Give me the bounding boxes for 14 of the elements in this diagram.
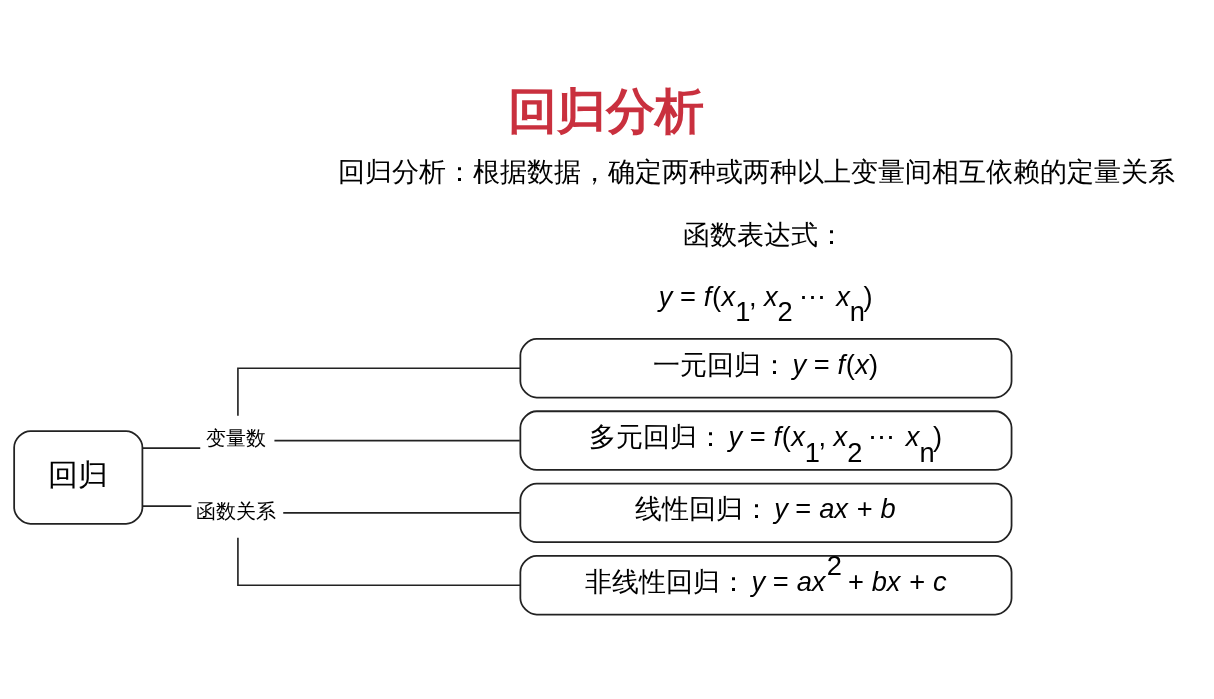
connector	[141, 447, 202, 449]
connector	[141, 505, 193, 507]
label: 函数表达式：	[682, 219, 845, 251]
connector	[273, 439, 521, 442]
node-text: 函数关系	[195, 498, 276, 522]
diagram-title: 回归分析	[508, 83, 705, 138]
node-box: 一元回归：y = f(x)	[519, 338, 1013, 399]
connector	[237, 367, 521, 417]
label: 回归分析：根据数据，确定两种或两种以上变量间相互依赖的定量关系	[337, 156, 1175, 188]
connector	[237, 536, 521, 587]
connector	[282, 512, 521, 514]
node-text: 变量数	[205, 426, 266, 450]
node-box: 线性回归：y = ax + b	[519, 482, 1013, 544]
node-box: 回归	[13, 430, 144, 525]
